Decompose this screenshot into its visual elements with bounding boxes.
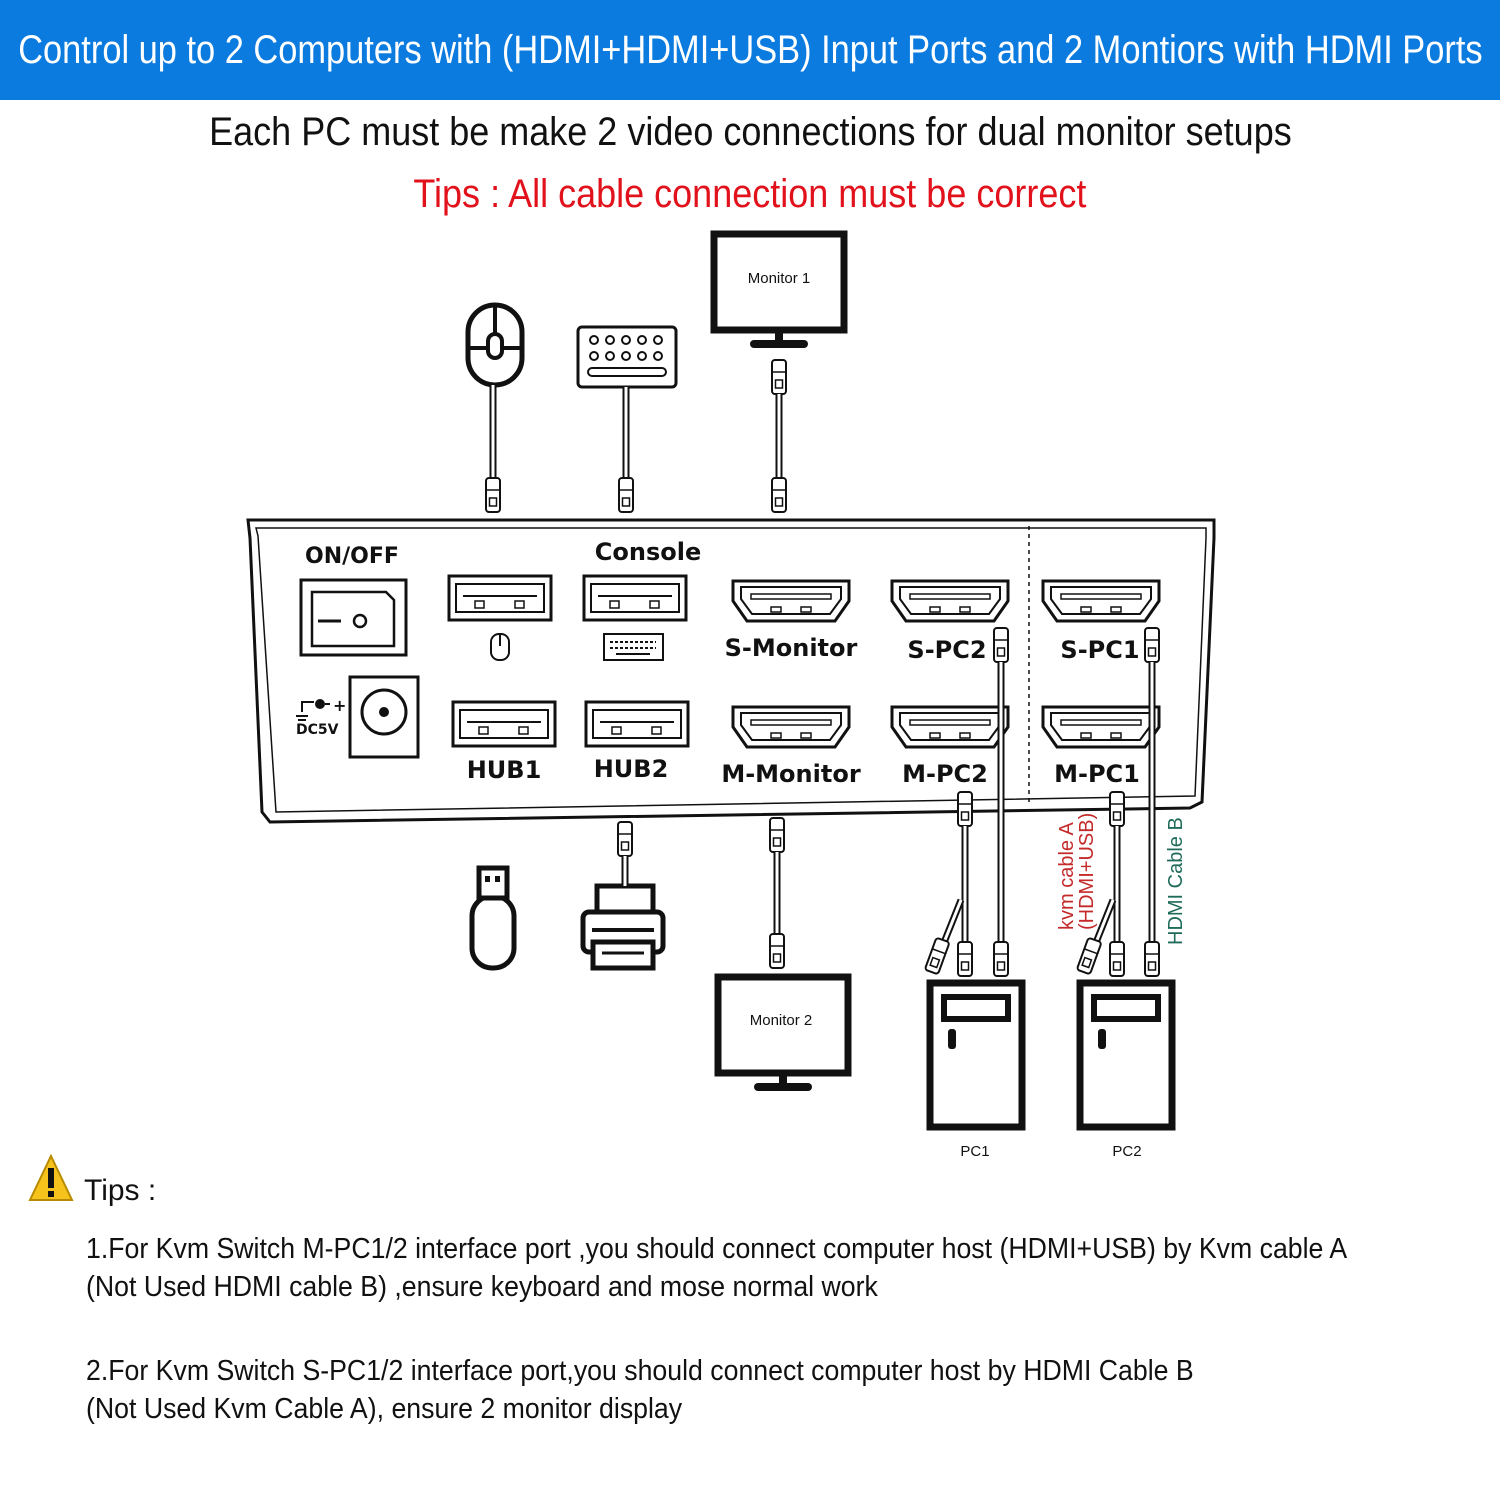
kvm-cable-a-sublabel: (HDMI+USB) xyxy=(1076,813,1098,930)
m-monitor-label: M-Monitor xyxy=(721,760,860,788)
power-label: ON/OFF xyxy=(305,544,399,569)
note-1-line-1: 1.For Kvm Switch M-PC1/2 interface port … xyxy=(86,1233,1348,1265)
power-switch[interactable] xyxy=(299,578,408,657)
page-title: Control up to 2 Computers with (HDMI+HDM… xyxy=(17,27,1483,72)
m-monitor-port[interactable] xyxy=(731,705,851,749)
mouse-icon xyxy=(465,302,525,388)
cable-mouse xyxy=(485,385,501,513)
cable-hub2-printer xyxy=(617,821,633,886)
s-pc2-label: S-PC2 xyxy=(907,636,986,664)
title-banner: Control up to 2 Computers with (HDMI+HDM… xyxy=(0,0,1500,100)
console-mouse-port[interactable] xyxy=(447,574,553,622)
s-pc2-port[interactable] xyxy=(890,579,1010,623)
dc-power-symbol-icon xyxy=(296,699,330,721)
dc-jack[interactable] xyxy=(348,675,420,759)
note-2-line-2: (Not Used Kvm Cable A), ensure 2 monitor… xyxy=(86,1393,683,1425)
cable-m-pc1-kvm-a xyxy=(1075,791,1125,977)
s-monitor-port[interactable] xyxy=(731,579,851,623)
m-pc2-label: M-PC2 xyxy=(902,760,988,788)
tips-heading: Tips : xyxy=(84,1174,157,1207)
pc2-label: PC2 xyxy=(1112,1143,1141,1160)
cable-s-pc1-hdmi-b xyxy=(1144,627,1160,977)
keyboard-small-icon xyxy=(603,633,664,661)
dc-plus-label: + xyxy=(333,696,346,715)
dc-label: DC5V xyxy=(296,722,339,738)
pc1-tower: PC1 xyxy=(930,983,1022,1160)
s-monitor-label: S-Monitor xyxy=(725,634,858,662)
m-pc1-label: M-PC1 xyxy=(1054,760,1140,788)
hub1-label: HUB1 xyxy=(467,756,542,784)
note-1-line-2: (Not Used HDMI cable B) ,ensure keyboard… xyxy=(86,1271,878,1303)
note-1: 1.For Kvm Switch M-PC1/2 interface port … xyxy=(86,1230,1500,1306)
kvm-cable-a-label: kvm cable A xyxy=(1056,822,1078,930)
monitor-1: Monitor 1 xyxy=(714,234,844,348)
cable-monitor-1 xyxy=(771,359,787,513)
note-2-line-1: 2.For Kvm Switch S-PC1/2 interface port,… xyxy=(86,1355,1194,1387)
keyboard-icon xyxy=(576,325,678,389)
hub2-label: HUB2 xyxy=(594,755,669,783)
warning-icon xyxy=(28,1153,74,1201)
cable-monitor-2 xyxy=(769,817,785,969)
monitor-2: Monitor 2 xyxy=(718,977,848,1091)
m-pc1-port[interactable] xyxy=(1041,705,1161,749)
s-pc1-label: S-PC1 xyxy=(1060,636,1139,664)
tip-warning: Tips : All cable connection must be corr… xyxy=(0,172,1500,217)
hub1-port[interactable] xyxy=(451,700,557,748)
s-pc1-port[interactable] xyxy=(1041,579,1161,623)
monitor-1-label: Monitor 1 xyxy=(748,270,811,287)
pc1-label: PC1 xyxy=(960,1143,989,1160)
pc2-tower: PC2 xyxy=(1080,983,1172,1160)
m-pc2-port[interactable] xyxy=(890,705,1010,749)
console-keyboard-port[interactable] xyxy=(582,574,688,622)
cable-keyboard xyxy=(618,387,634,513)
subtitle: Each PC must be make 2 video connections… xyxy=(0,110,1500,155)
mouse-small-icon xyxy=(490,633,510,661)
note-2: 2.For Kvm Switch S-PC1/2 interface port,… xyxy=(86,1352,1500,1428)
cable-s-pc2-hdmi-b xyxy=(993,627,1009,977)
monitor-2-label: Monitor 2 xyxy=(750,1012,813,1029)
hdmi-cable-b-label: HDMI Cable B xyxy=(1165,817,1187,945)
usb-drive-icon xyxy=(469,865,517,971)
cable-m-pc2-kvm-a xyxy=(923,791,973,977)
printer-icon xyxy=(580,883,666,971)
hub2-port[interactable] xyxy=(584,700,690,748)
kvm-switch-panel: ON/OFF + DC5V Console xyxy=(246,518,1216,824)
console-label: Console xyxy=(595,538,701,566)
subtitle-text: Each PC must be make 2 video connections… xyxy=(208,110,1292,154)
tip-warning-text: Tips : All cable connection must be corr… xyxy=(413,172,1087,216)
